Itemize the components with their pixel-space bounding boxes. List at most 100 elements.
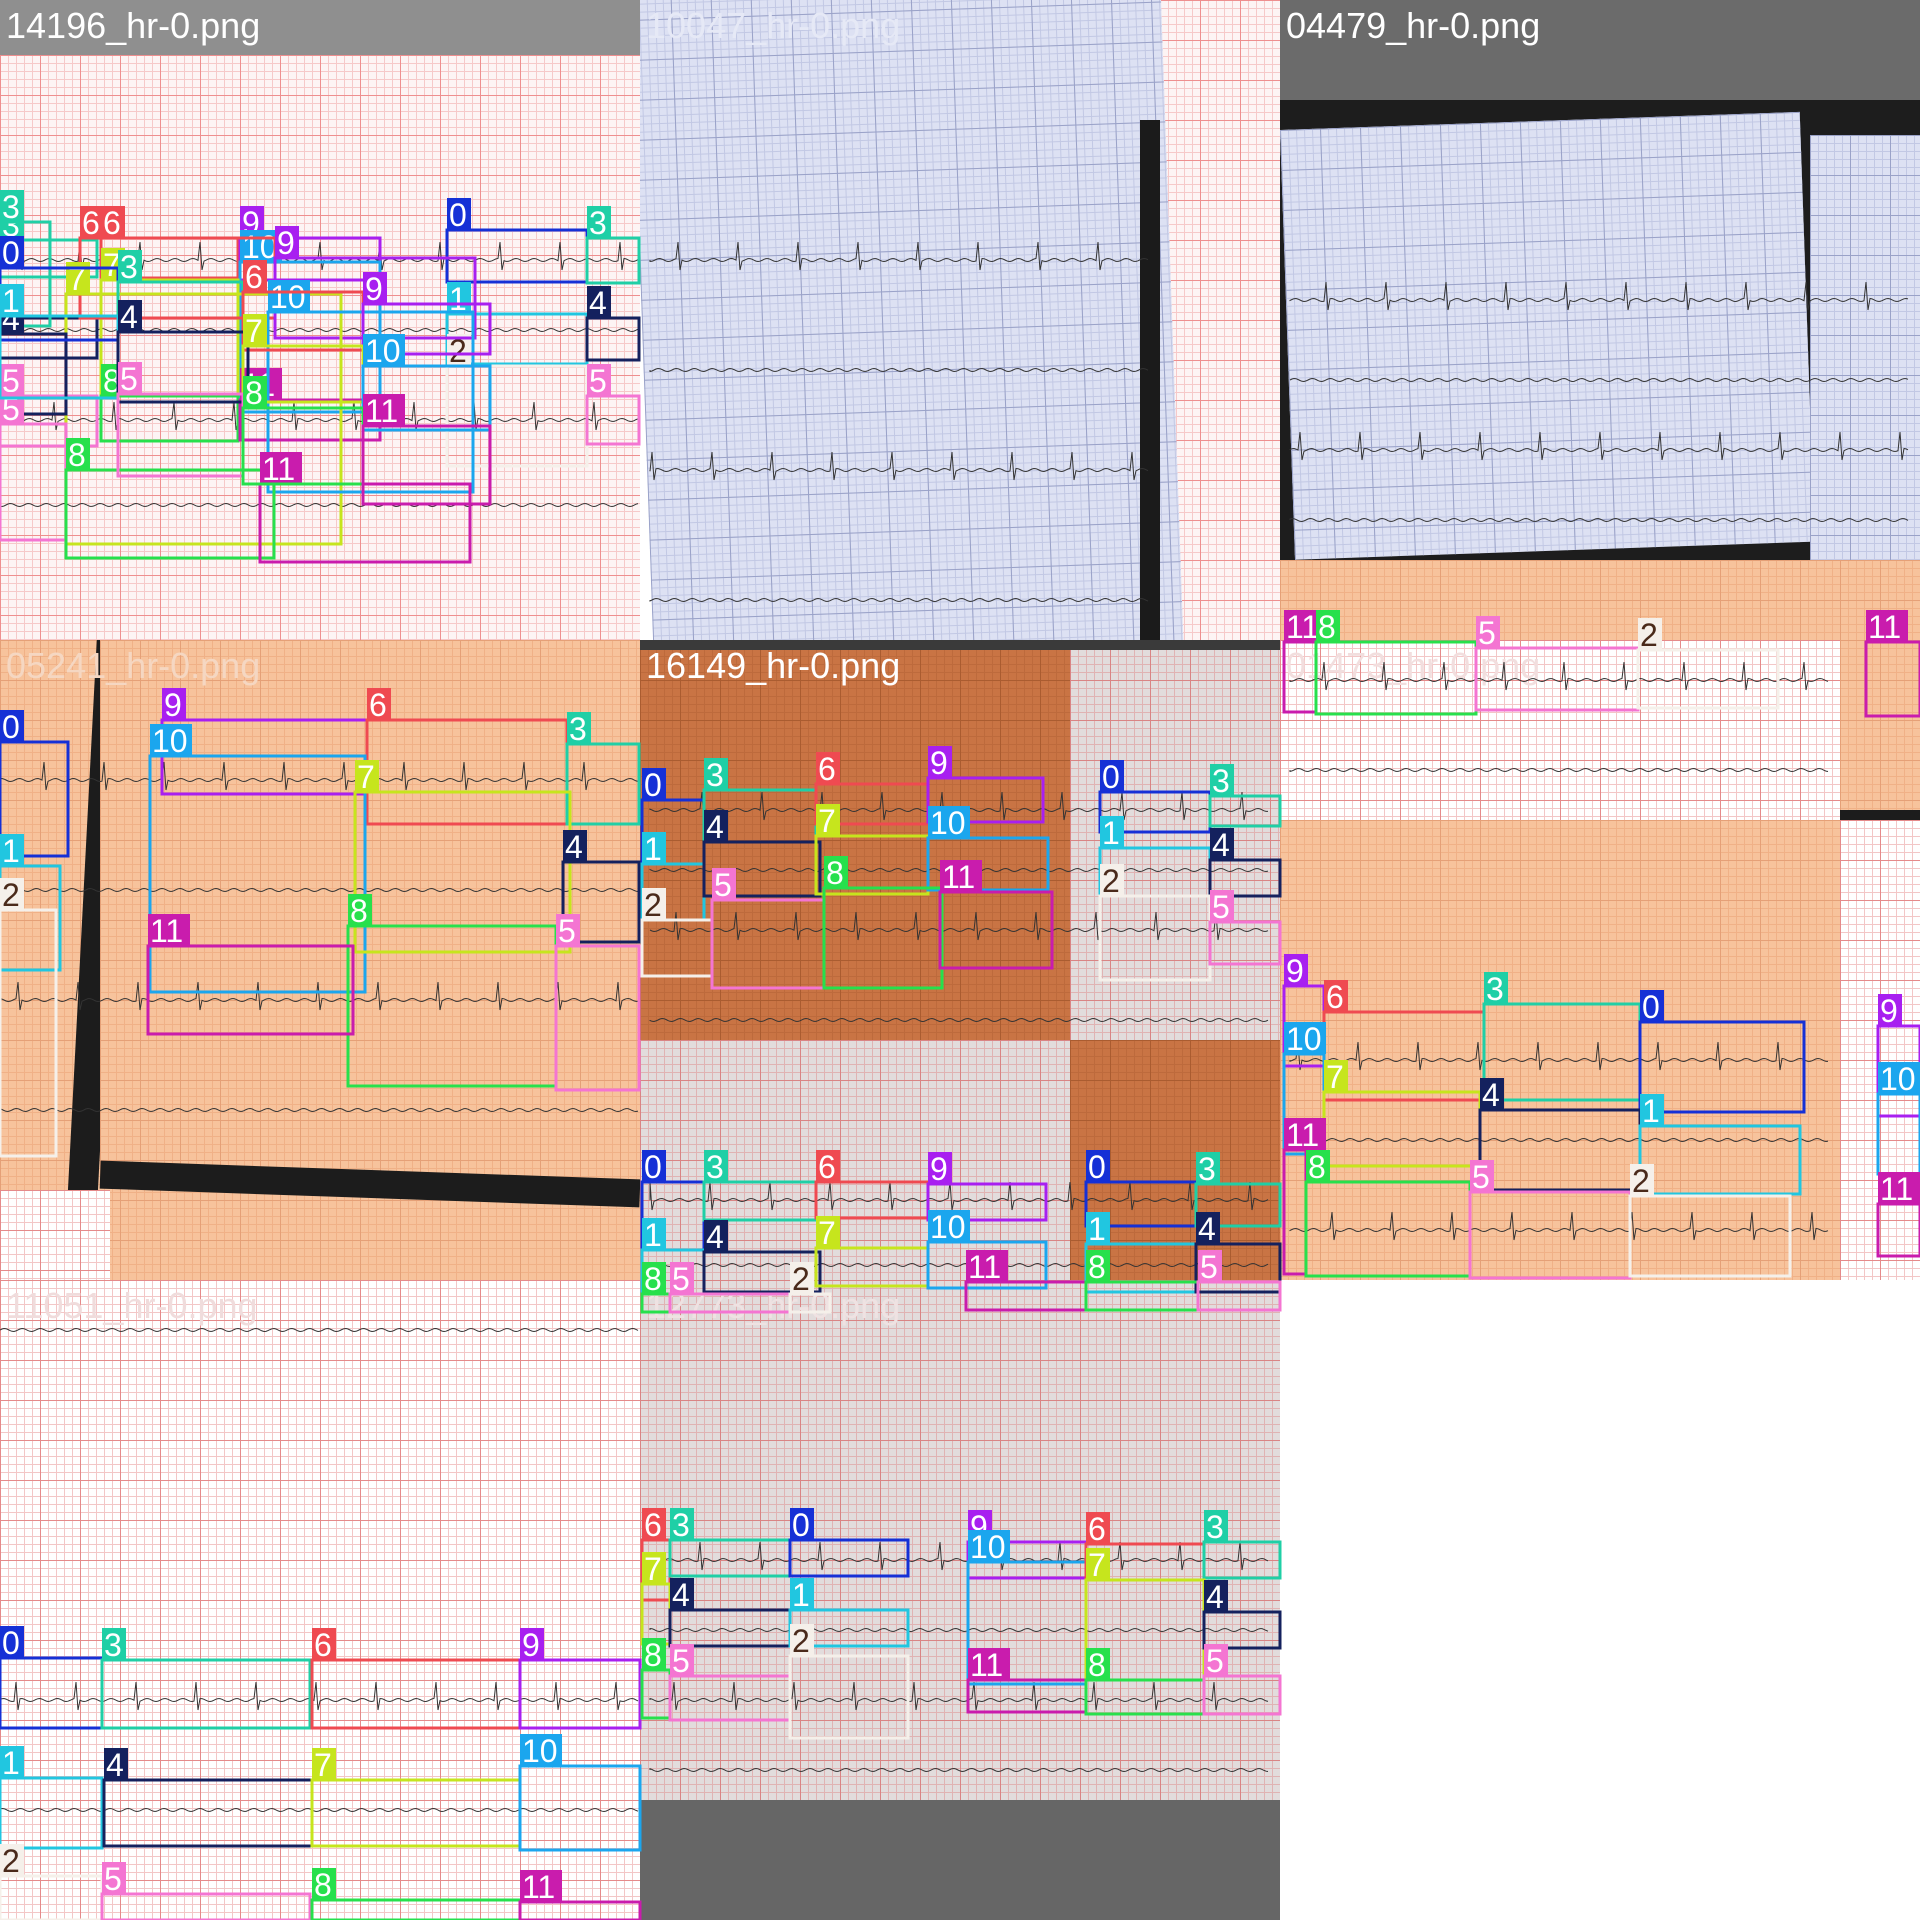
class-tag [0, 1746, 24, 1778]
class-tag [1316, 610, 1340, 642]
detection-box [1282, 640, 1318, 714]
class-tag [642, 768, 666, 800]
class-label: 0 [792, 1507, 810, 1543]
class-label: 3 [1486, 971, 1504, 1007]
class-label: 9 [277, 225, 295, 261]
class-label: 5 [1212, 889, 1230, 925]
detection-box [814, 1180, 930, 1220]
class-label: 5 [2, 391, 20, 427]
ecg-trace [1289, 517, 1909, 523]
class-label: 2 [792, 1261, 810, 1297]
class-tag [704, 758, 728, 790]
detection-box [964, 1280, 1088, 1312]
detection-box [518, 1658, 642, 1730]
class-label: 4 [672, 1577, 690, 1613]
class-label: 7 [818, 1215, 836, 1251]
class-label: 5 [1206, 1643, 1224, 1679]
class-tag [148, 914, 190, 946]
detection-box [0, 864, 62, 972]
detection-box [146, 944, 355, 1036]
class-tag [66, 438, 90, 470]
class-tag [1484, 972, 1508, 1004]
detection-box [788, 1538, 910, 1578]
class-label: 8 [245, 375, 263, 411]
class-tag [1284, 1118, 1326, 1150]
rotated-shadow [1140, 120, 1160, 640]
ecg-paper-corner [1840, 640, 1920, 810]
class-label: 0 [1642, 989, 1660, 1025]
detection-box [585, 394, 641, 446]
class-tag [966, 1250, 1008, 1282]
class-tag [363, 334, 405, 366]
detection-box [710, 898, 826, 990]
detection-box [1876, 1202, 1920, 1258]
class-label: 11 [150, 913, 183, 949]
mosaic-tile-01473: 01473_hr-0.png [1280, 640, 1920, 1280]
detection-box [1202, 1610, 1282, 1650]
class-tag [1866, 610, 1908, 642]
detection-box [926, 1240, 1048, 1290]
class-tag [1198, 1250, 1222, 1282]
class-label: 9 [930, 1151, 948, 1187]
class-tag [928, 746, 952, 778]
class-label: 6 [1326, 979, 1344, 1015]
class-label: 4 [706, 809, 724, 845]
detection-box [702, 1180, 818, 1222]
ecg-trace [1289, 281, 1909, 311]
class-tag [1204, 1644, 1228, 1676]
class-tag [243, 260, 267, 292]
class-tag [312, 1628, 336, 1660]
class-label: 0 [1088, 1149, 1106, 1185]
class-tag [268, 280, 310, 312]
class-label: 7 [357, 759, 375, 795]
class-label: 5 [104, 1861, 122, 1897]
detection-box [0, 908, 58, 1158]
detection-box [668, 1608, 792, 1648]
class-label: 4 [706, 1219, 724, 1255]
class-tag [102, 1862, 126, 1894]
title-bar [0, 0, 640, 55]
detection-box [926, 1182, 1048, 1222]
class-label: 3 [1212, 763, 1230, 799]
class-tag [447, 282, 471, 314]
ecg-trace [1289, 1137, 1829, 1143]
class-label: 7 [1088, 1547, 1106, 1583]
class-label: 3 [706, 1149, 724, 1185]
detection-box [640, 918, 714, 978]
class-label: 9 [1286, 953, 1304, 989]
class-label: 6 [82, 205, 100, 241]
class-tag [1284, 954, 1308, 986]
class-tag [1086, 1548, 1110, 1580]
class-label: 1 [792, 1577, 810, 1613]
class-label: 2 [792, 1623, 810, 1659]
class-tag [567, 712, 591, 744]
class-tag [104, 1748, 128, 1780]
class-tag [243, 314, 267, 346]
class-tag [1640, 1094, 1664, 1126]
tile-filename: 16149_hr-0.png [646, 645, 901, 686]
detection-box [926, 836, 1050, 892]
class-label: 8 [1088, 1647, 1106, 1683]
ecg-trace [1289, 377, 1909, 383]
detection-box [814, 1246, 930, 1288]
class-tag [816, 752, 840, 784]
class-tag [928, 1210, 970, 1242]
class-label: 4 [106, 1747, 124, 1783]
class-label: 9 [164, 687, 182, 723]
ecg-trace [649, 1017, 1269, 1023]
detection-box [0, 740, 70, 858]
detection-box [102, 1778, 314, 1848]
class-label: 10 [242, 229, 278, 265]
class-label: 2 [644, 887, 662, 923]
class-label: 7 [68, 261, 86, 297]
title-bar [1280, 0, 1920, 100]
ecg-trace [0, 1681, 639, 1711]
detection-box [1202, 1540, 1282, 1580]
class-tag [0, 710, 24, 742]
class-label: 11 [1286, 1117, 1319, 1153]
class-tag [118, 362, 142, 394]
class-tag [1630, 1164, 1654, 1196]
detection-box [64, 292, 343, 546]
